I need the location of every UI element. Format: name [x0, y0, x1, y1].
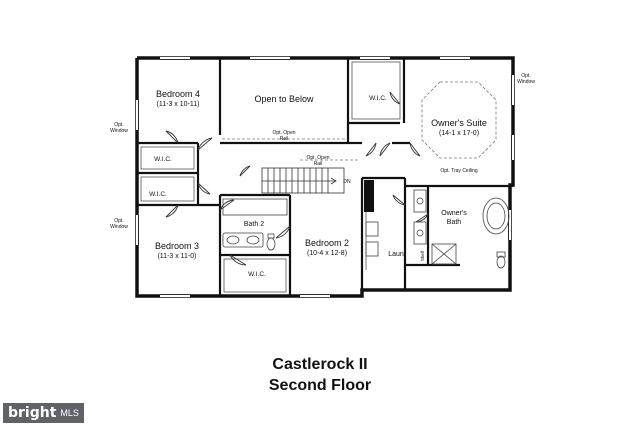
staircase [261, 167, 345, 194]
open-to-below-label: Open to Below [254, 94, 314, 104]
brightmls-watermark: bright MLS [3, 403, 84, 423]
opt-open-rail-2-line1: Opt. Open [306, 155, 329, 161]
fixtures [222, 189, 510, 269]
shelf-label: Shelf [420, 250, 425, 261]
opt-window-left-bottom-1: Opt. [114, 218, 123, 224]
opt-open-rail-2-line2: Rail [314, 161, 323, 167]
wic-label-owners: W.I.C. [369, 95, 387, 102]
opt-tray-ceiling-label: Opt. Tray Ceiling [440, 168, 477, 174]
bedroom4-size: (11-3 x 10-11) [157, 101, 200, 108]
laundry-label: Laun. [388, 251, 406, 258]
plan-subtitle: Second Floor [268, 377, 372, 394]
plan-title: Castlerock II [272, 356, 368, 373]
wic-label-bedroom4: W.I.C. [154, 156, 172, 163]
flue-block [364, 180, 374, 212]
opt-window-right-2: Window [517, 79, 535, 85]
opt-window-right-1: Opt. [521, 73, 530, 79]
owners-suite-size: (14-1 x 17-0) [439, 130, 479, 137]
bath2-label: Bath 2 [244, 221, 264, 228]
stair-dn-label: DN [343, 179, 351, 185]
owners-suite-name: Owner's Suite [431, 118, 487, 128]
wic-label-bedroom2: W.I.C. [248, 271, 266, 278]
opt-window-left-top-2: Window [110, 128, 128, 134]
windows [136, 57, 514, 297]
dashed-lines [222, 81, 497, 161]
opt-window-left-top-1: Opt. [114, 122, 123, 128]
owners-bath-line2: Bath [447, 219, 462, 226]
opt-open-rail-1-line2: Rail [280, 136, 289, 142]
watermark-suffix: MLS [60, 408, 79, 418]
opt-window-left-bottom-2: Window [110, 224, 128, 230]
bedroom4-name: Bedroom 4 [156, 89, 200, 99]
floor-plan: Bedroom 4 (11-3 x 10-11) Open to Below O… [110, 56, 535, 298]
opt-open-rail-1-line1: Opt. Open [272, 130, 295, 136]
bedroom3-size: (11-3 x 11-0) [157, 253, 196, 260]
watermark-brand: bright [8, 405, 57, 421]
bedroom2-size: (10-4 x 12-8) [307, 250, 347, 257]
wic-label-bedroom3: W.I.C. [149, 191, 167, 198]
bedroom3-name: Bedroom 3 [155, 241, 199, 251]
bedroom2-name: Bedroom 2 [305, 238, 349, 248]
owners-bath-line1: Owner's [441, 210, 467, 217]
interior-walls [137, 58, 513, 296]
